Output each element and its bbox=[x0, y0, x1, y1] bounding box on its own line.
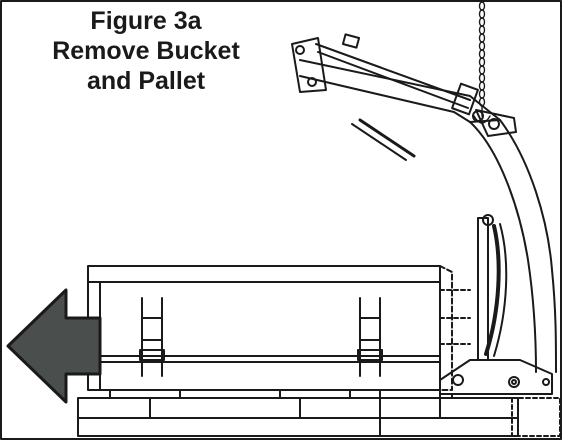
chain-icon bbox=[473, 1, 491, 124]
bucket-bracket-right bbox=[357, 297, 383, 377]
mount-bracket bbox=[439, 359, 553, 399]
left-arrow-icon bbox=[6, 288, 102, 404]
figure-title: Figure 3a Remove Bucket and Pallet bbox=[20, 6, 272, 96]
bucket-bracket-left bbox=[139, 297, 165, 377]
bucket bbox=[87, 265, 471, 391]
loader-frame bbox=[291, 33, 557, 399]
pallet bbox=[77, 389, 561, 437]
title-line-1: Figure 3a bbox=[90, 7, 202, 35]
title-line-3: and Pallet bbox=[86, 67, 206, 95]
lift-cylinder bbox=[477, 214, 508, 361]
title-line-2: Remove Bucket bbox=[52, 37, 240, 65]
